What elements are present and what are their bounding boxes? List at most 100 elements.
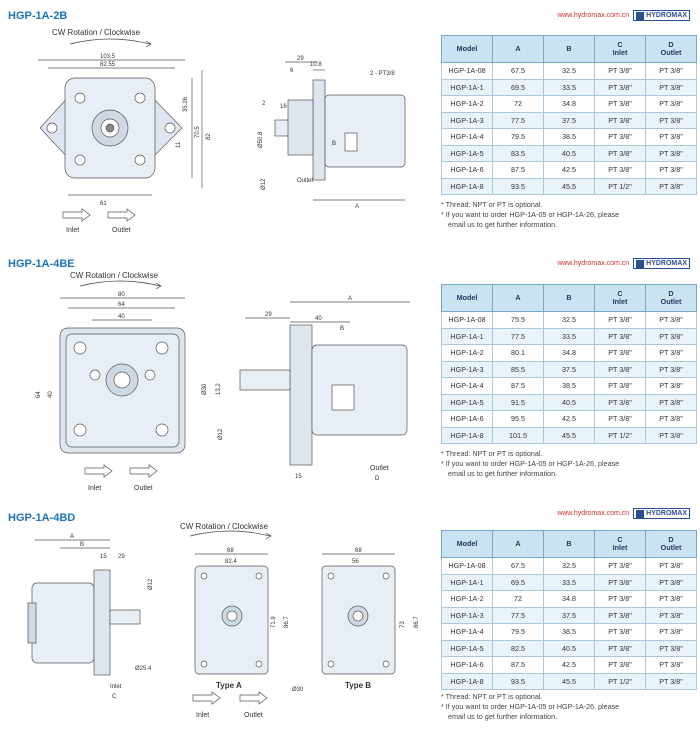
hydromax-logo: HYDROMAX <box>633 258 690 269</box>
table-notes: * Thread: NPT or PT is optional. * If yo… <box>441 200 620 229</box>
hydromax-logo: HYDROMAX <box>633 508 690 519</box>
svg-text:56: 56 <box>352 559 359 565</box>
svg-text:6: 6 <box>290 68 294 74</box>
pump-drawing-4bd: CW Rotation / Clockwise A B 15 29 Ø12 Ø2… <box>27 522 420 719</box>
svg-text:B: B <box>332 141 336 147</box>
rotation-label: CW Rotation / Clockwise <box>52 28 141 37</box>
section-title: HGP-1A-2B <box>8 10 68 22</box>
svg-text:40: 40 <box>315 316 322 322</box>
svg-text:D: D <box>375 476 380 482</box>
section-title: HGP-1A-4BE <box>8 258 75 270</box>
svg-text:64: 64 <box>36 391 42 398</box>
col-model: Model <box>441 284 493 312</box>
svg-text:Ø12: Ø12 <box>218 428 224 440</box>
website-link[interactable]: www.hydromax.com.cn <box>557 510 630 517</box>
svg-text:Ø30: Ø30 <box>292 687 304 693</box>
pump-drawing-2b: CW Rotation / Clockwise 103.5 82.55 35.2… <box>38 28 406 234</box>
inlet-arrow-icon <box>84 464 113 478</box>
table-notes: * Thread: NPT or PT is optional. * If yo… <box>441 449 620 478</box>
svg-text:40: 40 <box>118 314 125 320</box>
outlet-arrow-icon <box>107 208 136 222</box>
inlet-arrow-icon <box>62 208 91 222</box>
svg-text:71.9: 71.9 <box>271 616 277 628</box>
pump-drawing-4be: CW Rotation / Clockwise 80 64 40 64 40 I… <box>36 271 410 490</box>
col-b: B <box>543 530 595 558</box>
svg-text:B: B <box>340 326 344 332</box>
svg-text:15: 15 <box>295 474 302 480</box>
svg-text:Inlet: Inlet <box>110 684 122 690</box>
svg-text:CW Rotation / Clockwise: CW Rotation / Clockwise <box>70 271 159 280</box>
svg-text:61: 61 <box>100 201 107 207</box>
svg-text:82.4: 82.4 <box>225 559 237 565</box>
svg-text:35.26: 35.26 <box>183 96 189 112</box>
outlet-label: Outlet <box>112 227 131 234</box>
svg-text:80: 80 <box>118 292 125 298</box>
svg-text:2 - PT3/8: 2 - PT3/8 <box>370 71 395 77</box>
col-model: Model <box>441 35 493 63</box>
svg-text:Ø25.4: Ø25.4 <box>135 666 152 672</box>
svg-text:86.7: 86.7 <box>414 616 420 628</box>
inlet-arrow-icon <box>192 691 221 705</box>
svg-text:16: 16 <box>280 104 287 110</box>
type-a-label: Type A <box>216 681 242 690</box>
brand-header: www.hydromax.com.cn HYDROMAX <box>557 258 690 269</box>
svg-text:15: 15 <box>100 554 107 560</box>
hydromax-logo: HYDROMAX <box>633 10 690 21</box>
svg-text:68: 68 <box>227 548 234 554</box>
svg-text:13.2: 13.2 <box>216 383 222 395</box>
svg-text:Ø12: Ø12 <box>148 578 154 590</box>
svg-text:29: 29 <box>118 554 125 560</box>
outlet-arrow-icon <box>129 464 158 478</box>
svg-text:11: 11 <box>176 141 182 148</box>
col-a: A <box>492 530 544 558</box>
section-title: HGP-1A-4BD <box>8 512 76 524</box>
inlet-label: Inlet <box>66 227 79 234</box>
col-a: A <box>492 35 544 63</box>
svg-text:Inlet: Inlet <box>196 712 209 719</box>
svg-text:Ø50.8: Ø50.8 <box>258 131 264 148</box>
website-link[interactable]: www.hydromax.com.cn <box>557 12 630 19</box>
svg-text:40: 40 <box>48 391 54 398</box>
section-hgp-1a-4bd: HGP-1A-4BD www.hydromax.com.cn HYDROMAX … <box>0 498 700 730</box>
svg-text:103.5: 103.5 <box>100 54 116 60</box>
svg-text:70.5: 70.5 <box>195 126 201 138</box>
svg-text:86.7: 86.7 <box>284 616 290 628</box>
website-link[interactable]: www.hydromax.com.cn <box>557 260 630 267</box>
svg-text:82: 82 <box>206 133 212 140</box>
section-hgp-1a-2b: HGP-1A-2B www.hydromax.com.cn HYDROMAX C… <box>0 0 700 240</box>
section-hgp-1a-4be: HGP-1A-4BE www.hydromax.com.cn HYDROMAX … <box>0 250 700 490</box>
svg-text:2: 2 <box>262 101 266 107</box>
svg-text:Ø30: Ø30 <box>202 383 208 395</box>
col-b: B <box>543 35 595 63</box>
col-b: B <box>543 284 595 312</box>
svg-text:82.55: 82.55 <box>100 62 116 68</box>
svg-text:A: A <box>355 204 359 210</box>
svg-text:10.8: 10.8 <box>310 62 322 68</box>
svg-text:Outlet: Outlet <box>297 178 313 184</box>
